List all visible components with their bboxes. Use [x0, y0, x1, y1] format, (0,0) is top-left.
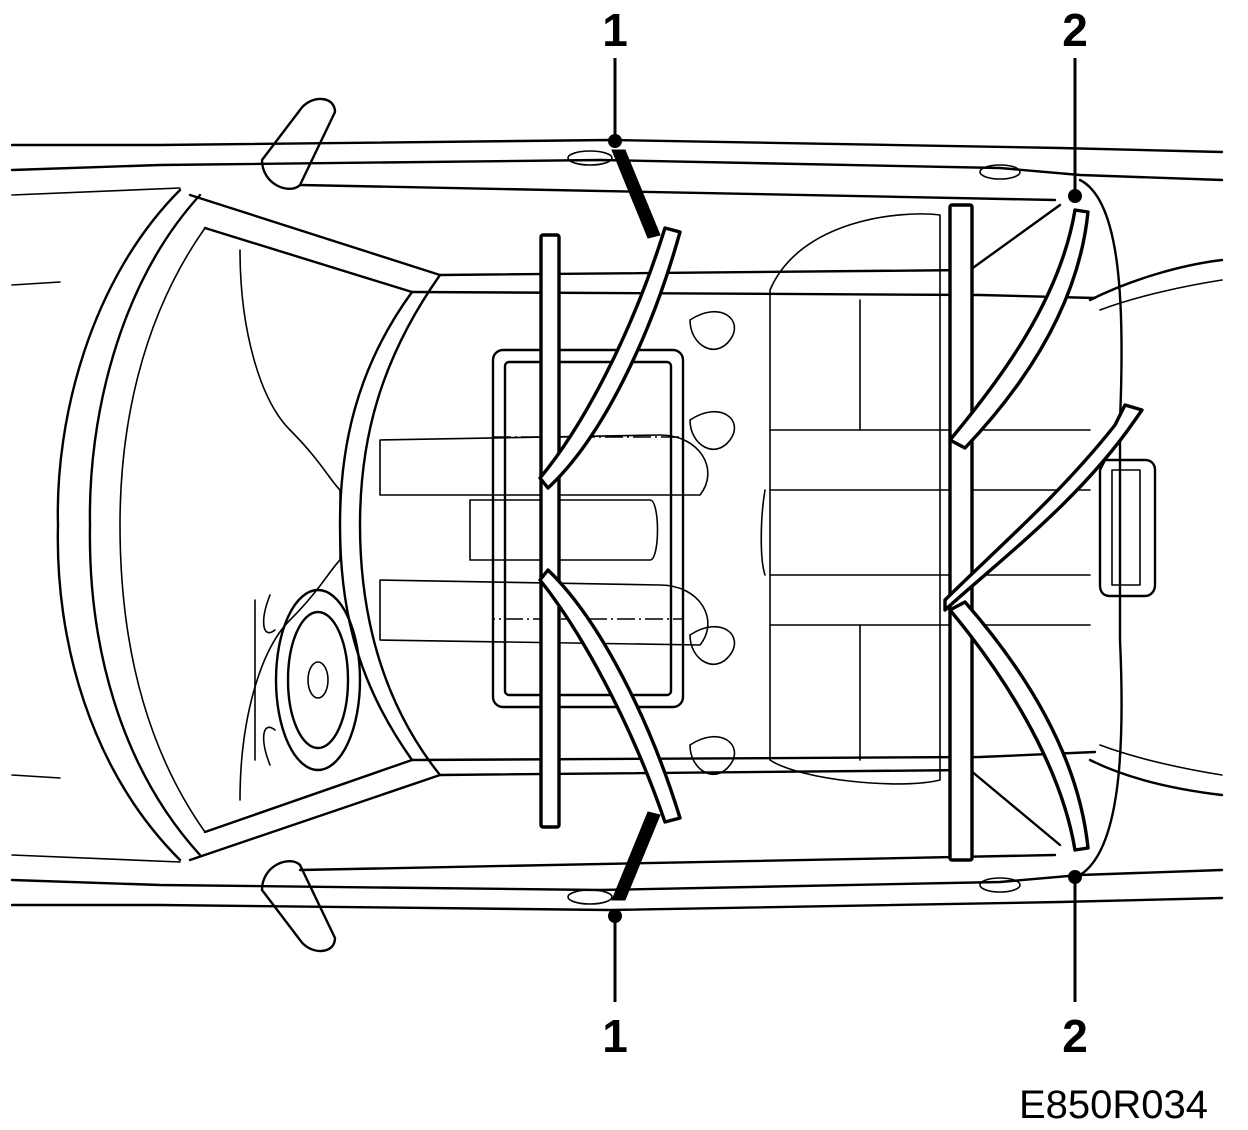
- leader-lines: [608, 58, 1082, 1002]
- rear-window: [1098, 458, 1157, 598]
- callout-1-top: 1: [602, 4, 628, 56]
- b-pillar-strips: [567, 149, 1021, 905]
- rear-seats: [760, 213, 1091, 785]
- callout-2-top: 2: [1062, 4, 1088, 56]
- front-seats: [379, 310, 736, 776]
- left-mirror: [260, 97, 337, 190]
- figure-id: E850R034: [1019, 1083, 1208, 1127]
- rear-airbag-inflators: [943, 203, 1144, 862]
- dashboard: [239, 249, 341, 801]
- car-body-outline: [10, 138, 1224, 912]
- front-airbag-inflators: [538, 226, 682, 829]
- callout-1-bottom: 1: [602, 1010, 628, 1062]
- steering-wheel: [254, 588, 362, 772]
- callout-2-bottom: 2: [1062, 1010, 1088, 1062]
- right-mirror: [260, 860, 337, 953]
